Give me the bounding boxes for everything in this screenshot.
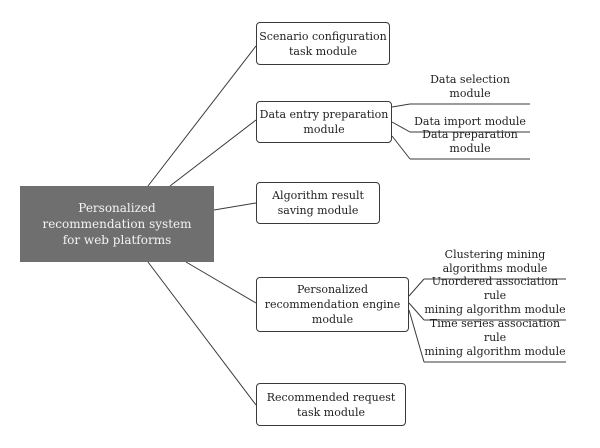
link-engine-child-1 <box>408 278 425 297</box>
leaf-time-series-association: Time series association rule mining algo… <box>424 317 566 358</box>
module-recommended-request: Recommended request task module <box>256 383 406 426</box>
module-label: Personalized recommendation engine modul… <box>264 283 401 326</box>
link-root-module-4 <box>185 261 257 304</box>
module-label: Recommended request task module <box>266 390 396 419</box>
leaf-data-selection: Data selection module <box>430 73 510 100</box>
module-scenario-configuration: Scenario configuration task module <box>256 22 390 65</box>
link-engine-child-2 <box>408 302 425 321</box>
leaf-unordered-association: Unordered association rule mining algori… <box>424 275 566 316</box>
root-node: Personalized recommendation system for w… <box>20 186 214 262</box>
root-label: Personalized recommendation system for w… <box>42 201 192 247</box>
module-algorithm-result-saving: Algorithm result saving module <box>256 182 380 224</box>
leaf-clustering-mining: Clustering mining algorithms module <box>442 248 548 275</box>
leaf-data-import: Data import module <box>414 115 526 128</box>
link-data-entry-child-3 <box>391 135 411 160</box>
link-root-module-2 <box>169 119 257 187</box>
module-personalized-recommendation-engine: Personalized recommendation engine modul… <box>256 277 409 332</box>
link-data-entry-child-1 <box>391 103 411 108</box>
link-root-module-3 <box>213 202 257 211</box>
module-data-entry-preparation: Data entry preparation module <box>256 101 392 143</box>
link-root-module-5 <box>147 261 257 406</box>
module-label: Scenario configuration task module <box>259 29 387 58</box>
module-label: Data entry preparation module <box>259 108 389 136</box>
link-engine-child-3 <box>408 309 425 363</box>
module-label: Algorithm result saving module <box>272 189 364 217</box>
link-root-module-1 <box>147 45 257 187</box>
link-data-entry-child-2 <box>391 121 411 133</box>
leaf-data-preparation: Data preparation module <box>422 128 518 155</box>
